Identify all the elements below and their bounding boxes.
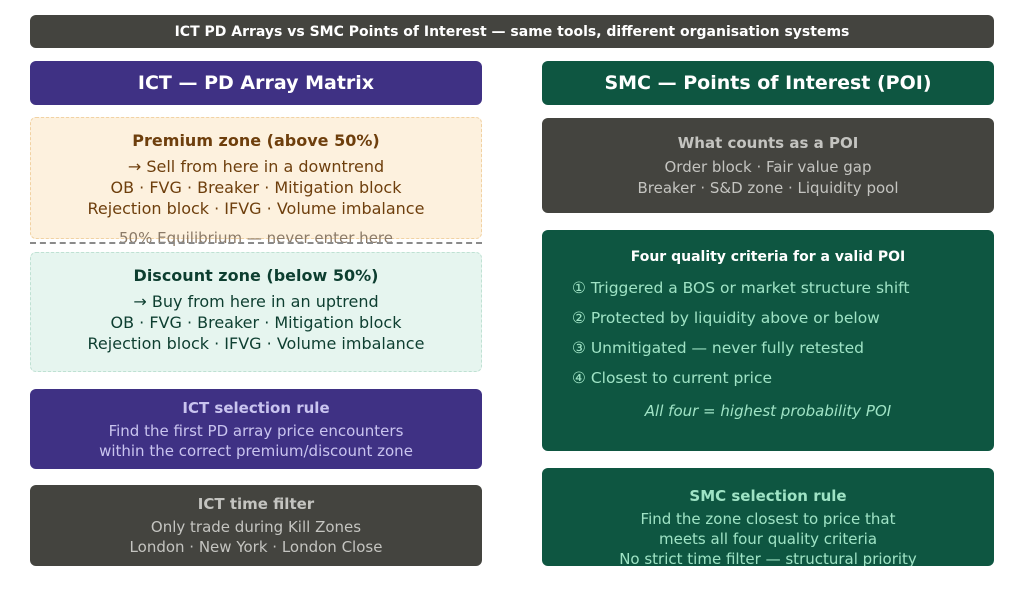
smc-selection-rule-title: SMC selection rule [689, 487, 847, 505]
discount-zone-line: OB · FVG · Breaker · Mitigation block [110, 313, 402, 332]
ict-time-filter-title: ICT time filter [197, 495, 315, 513]
title-banner: ICT PD Arrays vs SMC Points of Interest … [30, 15, 994, 48]
smc-selection-rule-line: No strict time filter — structural prior… [619, 550, 917, 566]
poi-definition-line: Order block · Fair value gap [664, 157, 872, 176]
discount-zone-title: Discount zone (below 50%) [133, 266, 379, 285]
premium-zone-box: Premium zone (above 50%) → Sell from her… [30, 117, 482, 247]
discount-zone-box: Discount zone (below 50%) → Buy from her… [30, 252, 482, 372]
poi-criteria-box: Four quality criteria for a valid POI ① … [542, 230, 994, 451]
smc-selection-rule-line: meets all four quality criteria [658, 530, 878, 548]
ict-time-filter-line: London · New York · London Close [129, 538, 383, 556]
premium-zone-title: Premium zone (above 50%) [132, 131, 380, 150]
smc-selection-rule-box: SMC selection rule Find the zone closest… [542, 468, 994, 566]
criteria-note: All four = highest probability POI [644, 402, 892, 420]
criteria-item: ③ Unmitigated — never fully retested [572, 339, 864, 357]
smc-selection-rule-line: Find the zone closest to price that [640, 510, 896, 528]
criteria-item: ② Protected by liquidity above or below [572, 309, 880, 327]
poi-definition-box: What counts as a POI Order block · Fair … [542, 118, 994, 213]
discount-zone-line: → Buy from here in an uptrend [133, 292, 379, 311]
ict-header: ICT — PD Array Matrix [30, 61, 482, 105]
premium-zone-line: OB · FVG · Breaker · Mitigation block [110, 178, 402, 197]
poi-definition-line: Breaker · S&D zone · Liquidity pool [637, 178, 899, 197]
criteria-item: ① Triggered a BOS or market structure sh… [572, 279, 910, 297]
premium-zone-line: → Sell from here in a downtrend [127, 157, 385, 176]
ict-selection-rule-box: ICT selection rule Find the first PD arr… [30, 389, 482, 469]
smc-header: SMC — Points of Interest (POI) [542, 61, 994, 105]
premium-zone-line: Rejection block · IFVG · Volume imbalanc… [87, 199, 425, 218]
equilibrium-label: 50% Equilibrium — never enter here [119, 229, 393, 247]
banner-title: ICT PD Arrays vs SMC Points of Interest … [174, 23, 850, 40]
ict-time-filter-box: ICT time filter Only trade during Kill Z… [30, 485, 482, 566]
smc-header-title: SMC — Points of Interest (POI) [604, 72, 932, 94]
ict-time-filter-line: Only trade during Kill Zones [150, 518, 362, 536]
discount-zone-line: Rejection block · IFVG · Volume imbalanc… [87, 334, 425, 353]
poi-criteria-title: Four quality criteria for a valid POI [630, 249, 906, 265]
ict-selection-rule-line: within the correct premium/discount zone [99, 441, 413, 460]
ict-selection-rule-title: ICT selection rule [182, 398, 330, 417]
ict-header-title: ICT — PD Array Matrix [137, 72, 375, 94]
criteria-item: ④ Closest to current price [572, 369, 773, 387]
equilibrium-divider [30, 242, 482, 244]
poi-definition-title: What counts as a POI [677, 133, 859, 152]
ict-selection-rule-line: Find the first PD array price encounters [108, 421, 404, 440]
